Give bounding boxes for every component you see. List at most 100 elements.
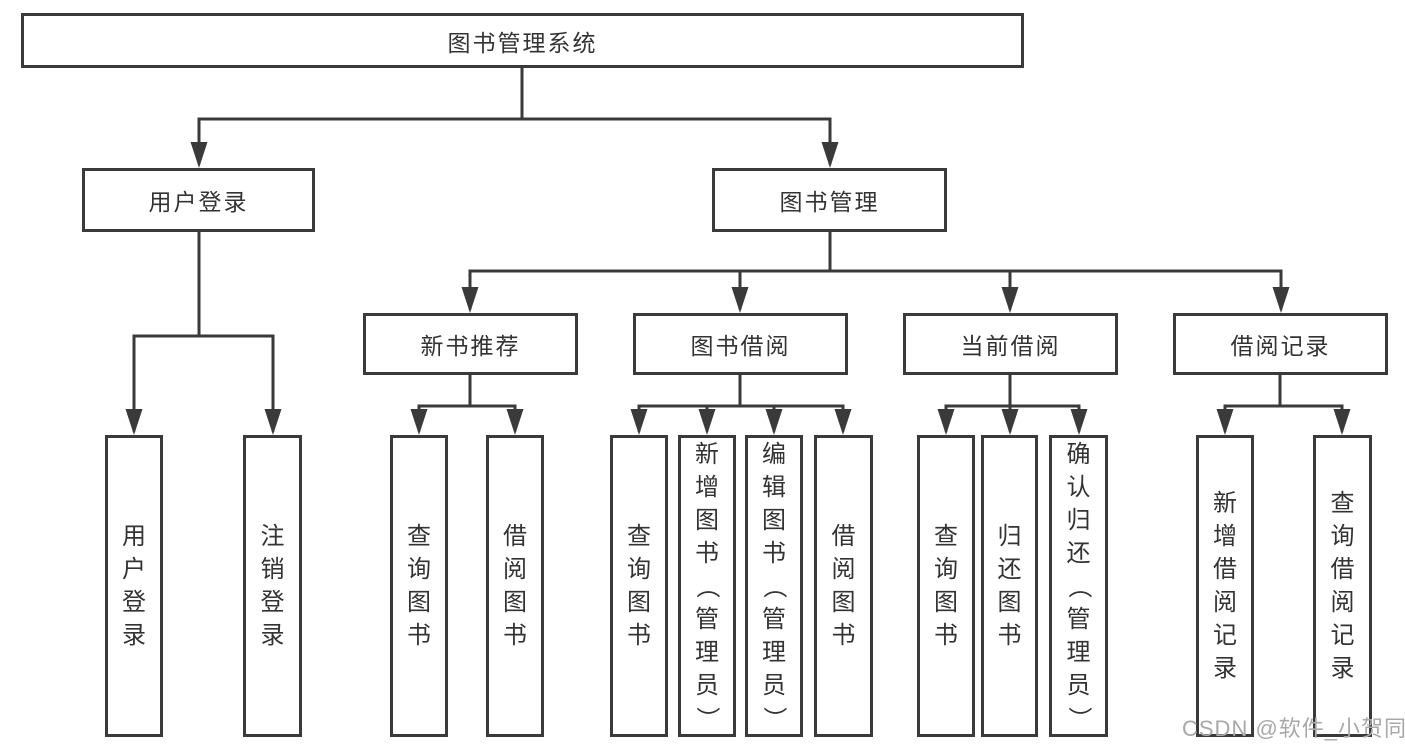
node-label-char: 确 (1066, 440, 1091, 468)
node-label-char: 阅 (1213, 589, 1237, 616)
node-new-book-rec: 新书推荐 (363, 313, 578, 375)
node-label: 图书管理系统 (447, 29, 598, 56)
node-label: 确认归还（管理员） (1065, 438, 1092, 734)
node-label: 用户登录 (148, 189, 249, 215)
node-leaf-borrow-edit: 编辑图书（管理员） (745, 435, 803, 737)
node-leaf-borrow-add: 新增图书（管理员） (678, 435, 736, 737)
node-label-char: ） (693, 706, 721, 730)
node-label: 编辑图书（管理员） (761, 438, 788, 734)
arrow-down-icon (765, 409, 783, 435)
node-leaf-cur-query: 查询图书 (917, 435, 975, 737)
node-label: 新增借阅记录 (1213, 438, 1237, 734)
node-current-borrow: 当前借阅 (903, 313, 1118, 375)
arrow-down-icon (461, 287, 479, 313)
node-label-char: 增 (695, 473, 719, 501)
node-leaf-rec-borrow: 借阅图书 (486, 435, 544, 737)
node-label-char: 图 (934, 589, 958, 616)
node-leaf-records-query: 查询借阅记录 (1313, 435, 1372, 737)
node-label: 注销登录 (261, 438, 285, 734)
node-leaf-cur-confirm: 确认归还（管理员） (1049, 435, 1108, 737)
node-label-char: 还 (997, 556, 1022, 583)
node-label: 图书管理 (779, 189, 880, 215)
node-label-char: 编 (762, 440, 786, 468)
node-leaf-cur-return: 归还图书 (981, 435, 1038, 737)
node-label-char: 认 (1066, 473, 1091, 501)
node-label-char: 录 (260, 622, 285, 649)
node-label: 查询图书 (627, 438, 651, 734)
node-leaf-logout: 注销登录 (243, 435, 302, 737)
node-label-char: 查 (934, 523, 958, 550)
node-label-char: 询 (407, 556, 431, 583)
arrow-down-icon (264, 409, 282, 435)
arrow-down-icon (630, 409, 648, 435)
node-label: 用户登录 (122, 438, 146, 734)
node-label-char: 理 (1066, 638, 1091, 666)
node-label-char: 归 (1066, 506, 1091, 534)
node-label-char: 归 (997, 523, 1022, 550)
node-label-char: 借 (503, 523, 527, 550)
node-label-char: 注 (260, 523, 285, 550)
node-label-char: 理 (762, 638, 786, 666)
node-user-login: 用户登录 (82, 168, 315, 232)
node-label-char: 查 (627, 523, 651, 550)
node-label-char: 员 (1066, 671, 1091, 699)
node-label-char: 记 (1330, 622, 1355, 649)
node-label-char: 管 (762, 605, 786, 633)
arrow-down-icon (821, 142, 839, 168)
node-label: 归还图书 (998, 438, 1022, 734)
arrow-down-icon (506, 409, 524, 435)
node-label-char: 还 (1066, 539, 1091, 567)
node-label-char: 户 (122, 556, 146, 583)
node-label-char: 图 (407, 589, 431, 616)
node-label-char: 查 (1330, 490, 1355, 517)
node-label-char: 新 (695, 440, 719, 468)
node-leaf-borrow-query: 查询图书 (610, 435, 668, 737)
node-label-char: 书 (627, 622, 651, 649)
node-label: 图书借阅 (690, 333, 791, 359)
node-label-char: （ (1065, 574, 1092, 598)
node-label-char: 查 (407, 523, 431, 550)
arrow-down-icon (1272, 287, 1290, 313)
node-label-char: 借 (831, 523, 856, 550)
node-label-char: 录 (122, 622, 146, 649)
arrow-down-icon (1216, 409, 1234, 435)
node-label-char: 图 (695, 506, 719, 534)
arrow-down-icon (1001, 287, 1019, 313)
node-label-char: 书 (997, 622, 1022, 649)
node-label-char: 书 (831, 622, 856, 649)
node-label-char: 图 (762, 506, 786, 534)
arrow-down-icon (698, 409, 716, 435)
node-label-char: 询 (1330, 523, 1355, 550)
arrow-down-icon (834, 409, 852, 435)
node-book-mgmt: 图书管理 (712, 168, 947, 232)
node-root: 图书管理系统 (21, 13, 1024, 68)
node-label-char: 借 (1213, 556, 1237, 583)
node-label-char: 管 (1066, 605, 1091, 633)
node-label-char: 阅 (831, 556, 856, 583)
node-label-char: 录 (1330, 655, 1355, 682)
node-label-char: 增 (1213, 523, 1237, 550)
node-label-char: 用 (122, 523, 146, 550)
node-label-char: 书 (934, 622, 958, 649)
node-label: 当前借阅 (960, 333, 1061, 359)
node-label-char: 书 (407, 622, 431, 649)
node-book-borrow: 图书借阅 (633, 313, 848, 375)
node-label-char: 图 (627, 589, 651, 616)
node-label-char: 员 (695, 671, 719, 699)
node-label-char: 书 (503, 622, 527, 649)
node-label-char: （ (760, 574, 788, 598)
node-borrow-records: 借阅记录 (1173, 313, 1388, 375)
node-label-char: 图 (997, 589, 1022, 616)
node-label-char: 辑 (762, 473, 786, 501)
node-label-char: 阅 (503, 556, 527, 583)
node-label-char: ） (760, 706, 788, 730)
node-label-char: 登 (260, 589, 285, 616)
node-label-char: 新 (1213, 490, 1237, 517)
arrow-down-icon (731, 287, 749, 313)
node-label: 新增图书（管理员） (694, 438, 721, 734)
arrow-down-icon (1070, 409, 1088, 435)
node-label-char: 借 (1330, 556, 1355, 583)
arrow-down-icon (1333, 409, 1351, 435)
